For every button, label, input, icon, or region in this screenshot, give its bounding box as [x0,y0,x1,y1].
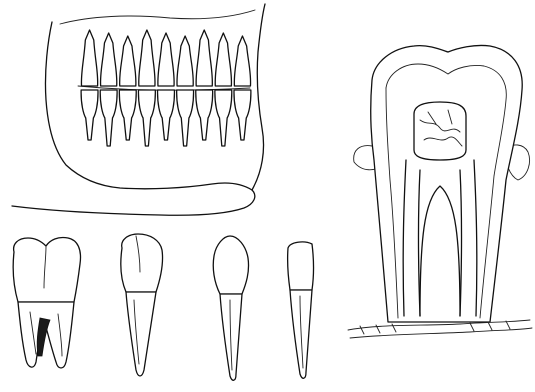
lower-teeth-row [81,90,251,146]
lower-tooth [158,90,175,140]
upper-tooth [81,30,97,86]
lower-tooth [234,90,251,140]
canine-crown [213,236,248,294]
lower-tooth [177,90,194,146]
upper-tooth [139,30,155,86]
maxilla-outline [60,10,255,24]
upper-teeth-row [81,30,250,86]
molar-tooth [13,237,80,368]
premolar-crown [121,234,163,292]
upper-tooth [158,33,174,86]
bone-base-line [348,320,532,338]
upper-tooth [101,33,117,86]
incisor-crown [288,242,314,290]
lower-tooth [119,90,136,140]
lower-tooth [81,90,98,140]
upper-tooth [234,36,250,86]
incisor-tooth [288,242,314,378]
lower-tooth [215,90,232,146]
mandible-ramus [252,4,265,190]
lower-tooth [100,90,117,146]
jaw-dentition [12,4,265,215]
tooth-cross-section [348,45,532,338]
cross-section-enamel [371,45,523,322]
molar-crown [13,237,80,302]
premolar-tooth [121,234,163,376]
upper-tooth [196,30,212,86]
canine-tooth [213,236,248,380]
upper-tooth [177,36,193,86]
lower-tooth [196,90,213,140]
premolar-root [126,292,156,376]
lower-tooth [138,90,155,146]
upper-tooth [120,36,136,86]
upper-tooth [215,33,231,86]
